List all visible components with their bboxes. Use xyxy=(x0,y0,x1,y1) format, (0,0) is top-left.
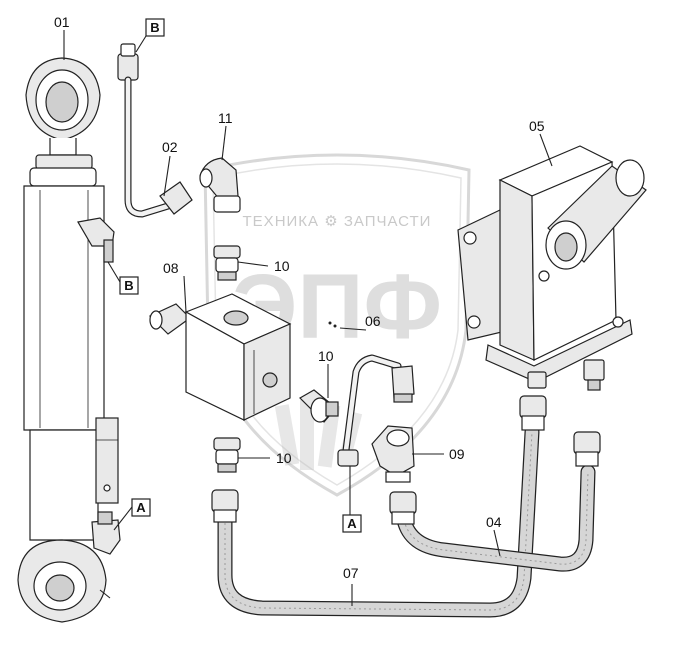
part-11-elbow-fitting xyxy=(199,157,241,213)
part-02-pipe xyxy=(117,43,193,218)
svg-text:A: A xyxy=(347,516,357,531)
label-06: 06 xyxy=(365,313,381,329)
marker-a-side: A xyxy=(131,498,151,517)
part-07-hose xyxy=(211,395,547,618)
label-01: 01 xyxy=(54,14,70,30)
marker-a-center: A xyxy=(342,514,362,533)
part-06-pipe xyxy=(328,321,415,467)
part-09-elbow-fitting xyxy=(371,425,415,483)
label-07: 07 xyxy=(343,565,359,581)
marker-b-top: B xyxy=(145,18,165,37)
svg-text:A: A xyxy=(136,500,146,515)
part-10-adapter-mid xyxy=(299,389,339,423)
svg-text:B: B xyxy=(124,278,133,293)
part-08-valve-block xyxy=(148,293,292,421)
svg-text:B: B xyxy=(150,20,159,35)
label-09: 09 xyxy=(449,446,465,462)
part-04-hose xyxy=(389,431,601,572)
part-05-pump-unit xyxy=(457,145,647,391)
part-01-hydraulic-cylinder xyxy=(17,57,121,623)
label-02: 02 xyxy=(162,139,178,155)
connection-markers: B B A A xyxy=(119,18,362,533)
label-04: 04 xyxy=(486,514,502,530)
leader-lines xyxy=(63,30,553,606)
watermark-brand-text: ТЕХНИКА ⚙ ЗАПЧАСТИ xyxy=(243,213,432,230)
label-11: 11 xyxy=(218,110,233,126)
part-labels: 01 02 11 08 10 05 06 10 09 10 04 07 xyxy=(54,14,545,581)
part-10-adapter-lower xyxy=(213,437,241,473)
label-10-mid: 10 xyxy=(318,348,334,364)
part-10-adapter-upper xyxy=(213,245,241,281)
label-10-lower: 10 xyxy=(276,450,292,466)
marker-b-side: B xyxy=(119,276,139,295)
label-10-upper: 10 xyxy=(274,258,290,274)
label-08: 08 xyxy=(163,260,179,276)
label-05: 05 xyxy=(529,118,545,134)
